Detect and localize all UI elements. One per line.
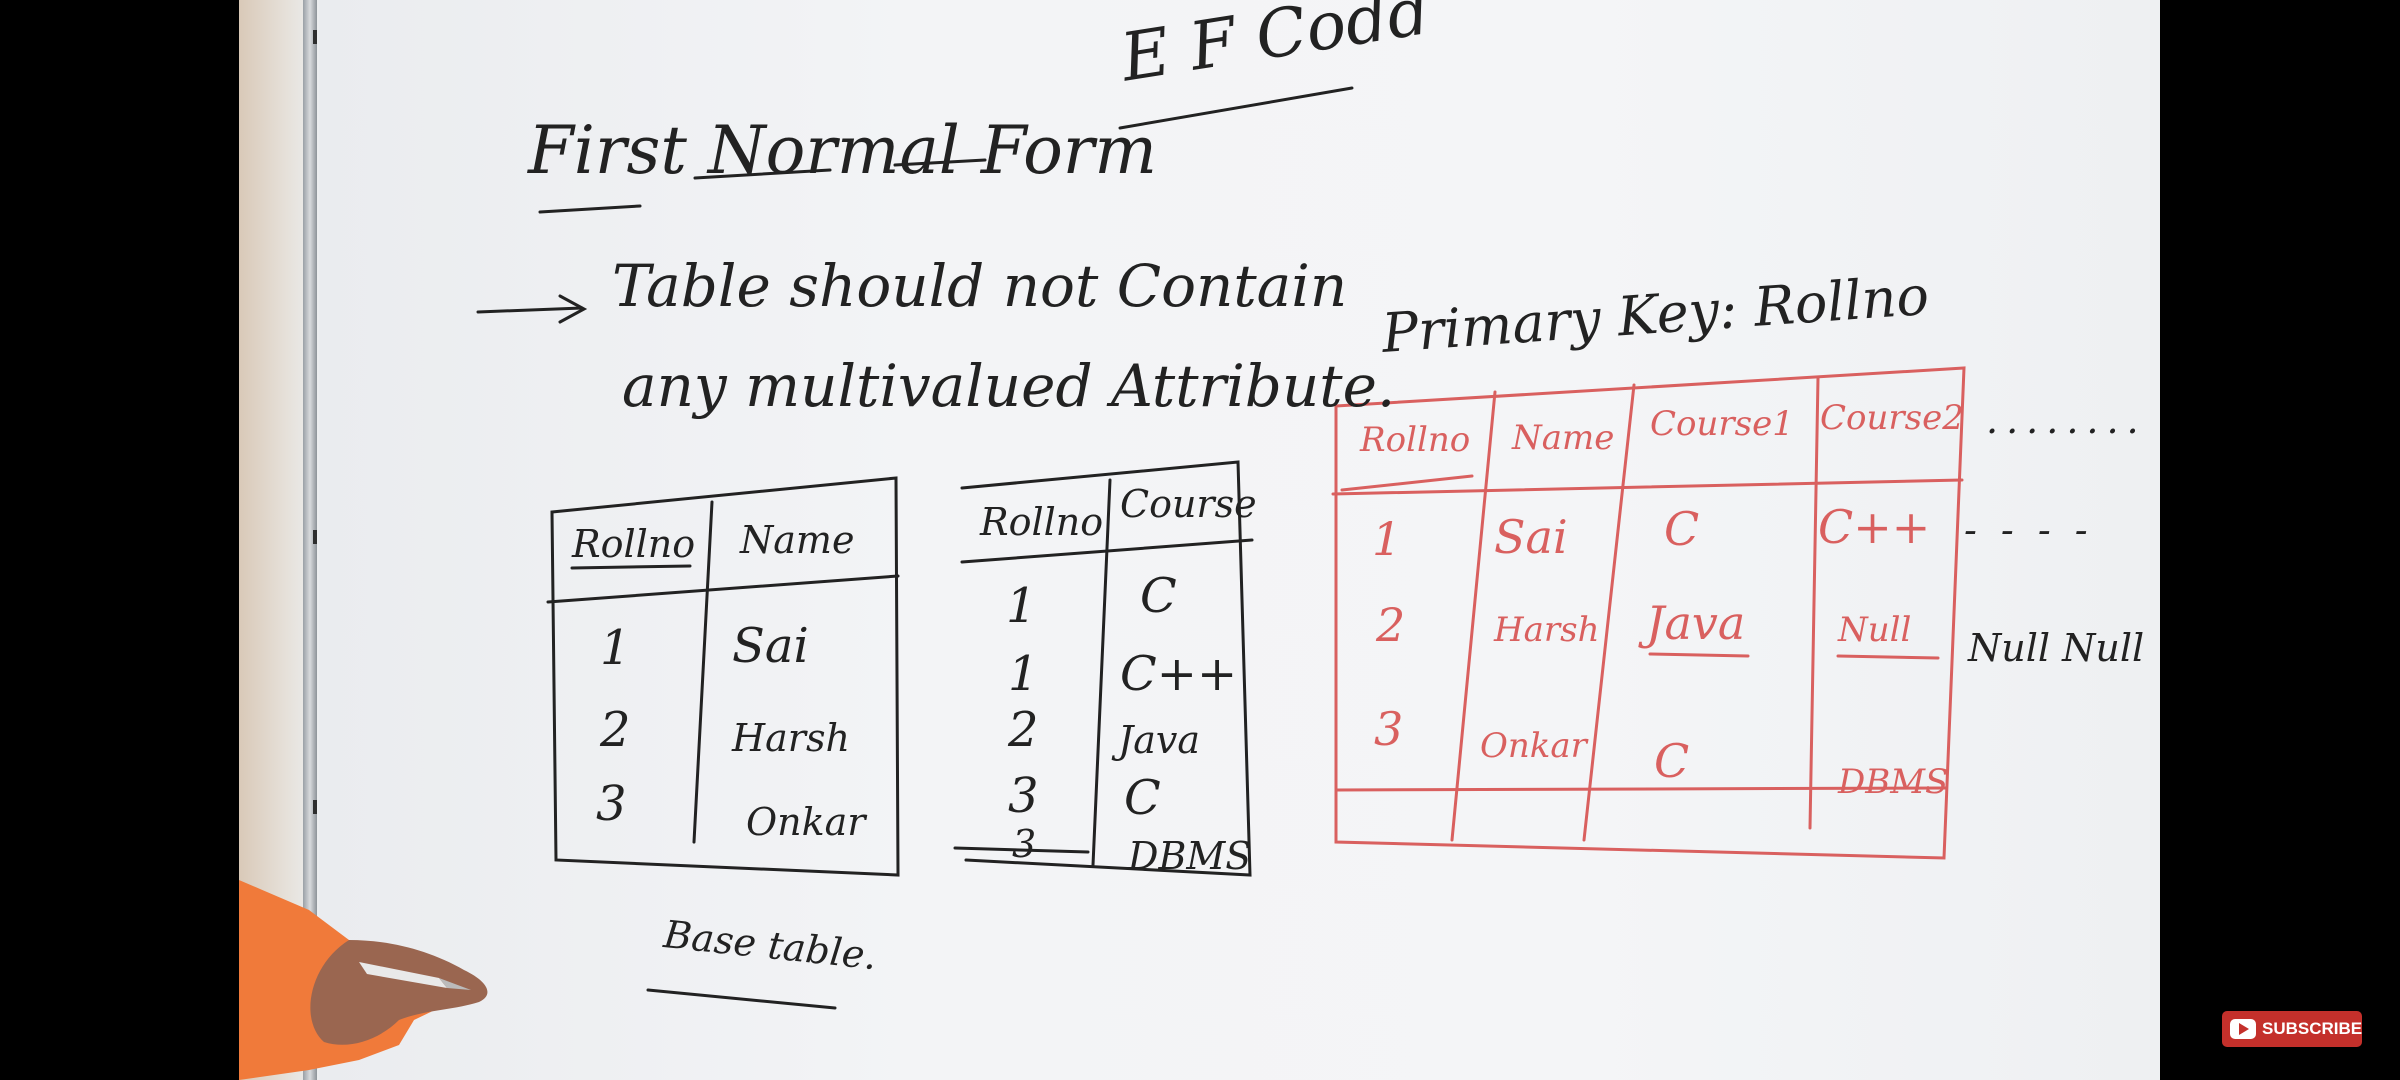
pk-table-cell: C [1654, 734, 1690, 788]
pk-table-border [1334, 366, 1966, 860]
pk-table-cell: Null [1838, 610, 1912, 650]
base-table-cell: Harsh [732, 716, 850, 760]
base-table-header: Name [740, 518, 855, 562]
subscribe-button[interactable]: SUBSCRIBE [2222, 1011, 2362, 1047]
pk-table-header: Course2 [1820, 398, 1964, 438]
title-underline [893, 158, 987, 167]
course-table-cell: 3 [1012, 822, 1037, 866]
course-table-cell: 1 [1008, 646, 1039, 702]
course-table-cell: C++ [1120, 646, 1238, 702]
pk-table-cell: 3 [1374, 702, 1404, 756]
pk-table-column-line [1450, 390, 1497, 842]
pk-table-header: Rollno [1360, 420, 1471, 460]
course-table-cell: 3 [1008, 768, 1039, 824]
overflow-dashes: - - - - [1964, 508, 2094, 552]
java-underline [1648, 652, 1750, 658]
course-table-cell: C [1140, 568, 1177, 624]
whiteboard [239, 0, 2160, 1080]
course-table-cell: DBMS [1128, 834, 1252, 878]
null-underline [1836, 654, 1940, 660]
base-table-column-line [692, 500, 714, 844]
base-table-cell: 2 [600, 702, 631, 758]
pk-table-cell: Java [1646, 596, 1746, 650]
base-table-cell: 1 [600, 620, 631, 676]
course-table-column-line [1091, 478, 1112, 867]
rule-line-2: any multivalued Attribute. [622, 352, 1396, 420]
course-table-cell: 2 [1008, 702, 1039, 758]
course-table-cell: 1 [1006, 578, 1037, 634]
youtube-play-icon [2230, 1019, 2256, 1039]
overflow-nulls: Null Null [1968, 626, 2145, 670]
rule-line-1: Table should not Contain [612, 252, 1348, 320]
title-underline [538, 204, 642, 214]
title-underline [693, 168, 832, 180]
pk-header-underline [1340, 474, 1474, 492]
subscribe-label: SUBSCRIBE [2262, 1019, 2363, 1038]
base-table-header: Rollno [572, 522, 696, 566]
pk-table-header: Course1 [1650, 404, 1794, 444]
caption-underline [646, 988, 837, 1010]
base-table-cell: Onkar [746, 800, 866, 844]
arrow-shaft [476, 306, 584, 314]
base-table-cell: Sai [732, 618, 809, 674]
base-table-cell: 3 [596, 776, 627, 832]
rail-screw [313, 530, 317, 544]
base-table-border [550, 476, 900, 877]
course-table-header: Rollno [980, 500, 1104, 544]
rail-screw [313, 30, 317, 44]
pk-table-cell: Harsh [1494, 610, 1600, 650]
author-underline [1118, 86, 1354, 130]
pk-table-cell: Sai [1494, 510, 1568, 564]
arrow-head [558, 294, 588, 324]
base-table-header-line [546, 574, 900, 604]
board-title: First Normal Form [528, 112, 1157, 189]
course-table-cell: Java [1118, 718, 1201, 762]
pk-table-cell: 2 [1376, 598, 1406, 652]
course-table-border [960, 460, 1252, 877]
pk-table-bottom-line [1335, 786, 1948, 792]
pk-table-cell: Onkar [1480, 726, 1587, 766]
course-table-bottom [953, 846, 1090, 854]
pk-table-header: Name [1512, 418, 1615, 458]
pk-table-column-line [1808, 376, 1820, 830]
pk-table-header-line [1331, 478, 1964, 496]
pk-table-cell: C [1664, 502, 1700, 556]
course-table-header: Course [1120, 482, 1257, 526]
rail-screw [313, 800, 317, 814]
pk-table-cell: DBMS [1838, 762, 1949, 802]
pk-table-cell: 1 [1372, 512, 1402, 566]
pk-table-cell: C++ [1818, 500, 1931, 554]
header-underline [570, 564, 692, 570]
overflow-dots: ........ [1986, 398, 2147, 442]
presenter-hand [239, 880, 488, 1080]
pk-table-column-line [1582, 383, 1636, 842]
course-table-cell: C [1124, 770, 1161, 826]
